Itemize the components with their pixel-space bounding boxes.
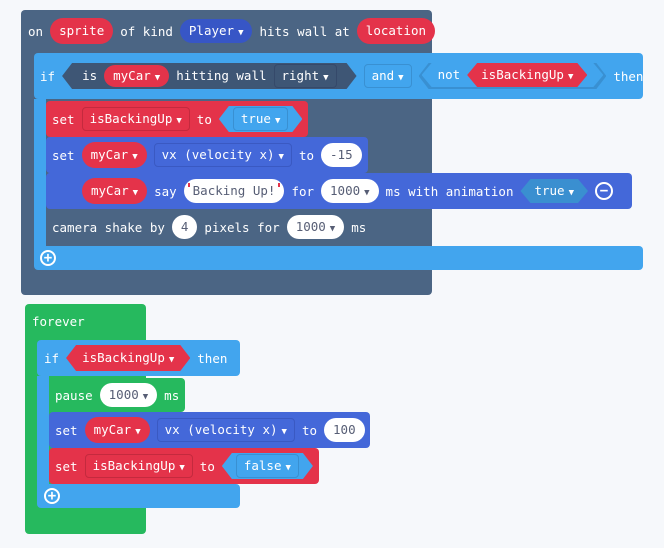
bool-var-value: isBackingUp [82,350,165,365]
on-label: on [28,23,44,39]
set-label: set [55,422,78,438]
kind-dropdown[interactable]: Player▼ [179,19,253,43]
sprite-var-value: myCar [93,422,132,437]
operator-dropdown[interactable]: and▼ [363,64,412,88]
caret-down-icon: ▼ [132,152,138,162]
caret-down-icon: ▼ [142,392,149,402]
boolean-value: true [240,111,271,126]
caret-down-icon: ▼ [364,188,370,198]
direction-value: right [281,68,320,83]
caret-down-icon: ▼ [274,116,281,126]
is-label: is [82,68,98,83]
sprite-var-value: myCar [90,147,129,162]
of-kind-label: of kind [120,23,173,39]
caret-down-icon: ▼ [285,463,291,473]
property-dropdown[interactable]: vx (velocity x)▼ [153,143,292,167]
caret-down-icon: ▼ [132,188,139,198]
pixels-for-label: pixels for [204,219,280,235]
not-condition[interactable]: not isBackingUp▼ [419,63,607,89]
pause-duration-dropdown[interactable]: 1000▼ [99,383,158,407]
to-label: to [298,147,315,163]
say-text-input[interactable]: Backing Up! [183,179,285,203]
boolean-value: false [243,458,282,473]
caret-down-icon: ▼ [135,427,141,437]
boolean-value-dropdown[interactable]: false▼ [222,453,313,479]
property-value: vx (velocity x) [161,147,275,162]
forever-label: forever [32,313,85,329]
ms-with-animation-label: ms with animation [385,183,514,199]
sprite-param[interactable]: sprite [50,18,114,44]
sprite-var-dropdown[interactable]: myCar▼ [81,142,147,168]
location-param[interactable]: location [356,18,436,44]
variable-dropdown[interactable]: isBackingUp▼ [81,107,190,131]
shake-duration-value: 1000 [295,219,326,234]
variable-dropdown[interactable]: isBackingUp▼ [84,454,193,478]
bool-var-dropdown[interactable]: isBackingUp▼ [467,63,587,87]
add-else-plus-icon[interactable]: + [40,250,56,266]
ms-label: ms [351,219,367,235]
bool-var-value: isBackingUp [481,67,564,82]
caret-down-icon: ▼ [398,73,404,83]
set-label: set [52,147,75,163]
bool-var-dropdown[interactable]: isBackingUp▼ [66,345,190,371]
ms-label: ms [164,387,180,403]
caret-down-icon: ▼ [176,116,182,126]
if-block-footer [34,246,643,270]
caret-down-icon: ▼ [567,72,574,82]
kind-value: Player [188,23,235,38]
variable-value: isBackingUp [92,458,176,473]
pause-duration-value: 1000 [108,387,139,402]
camera-shake-label: camera shake by [52,219,165,235]
if-label: if [40,68,56,84]
operator-value: and [371,68,395,83]
sprite-var-dropdown[interactable]: myCar▼ [82,178,148,204]
sprite-var-value: myCar [91,183,129,198]
shake-amount-input[interactable]: 4 [171,215,198,239]
direction-dropdown[interactable]: right▼ [274,64,337,88]
add-else-plus-icon[interactable]: + [44,488,60,504]
caret-down-icon: ▼ [323,73,329,83]
sprite-var-dropdown[interactable]: myCar▼ [84,417,150,443]
to-label: to [196,111,212,127]
velocity-input[interactable]: -15 [321,143,362,167]
hitting-wall-label: hitting wall [176,68,267,83]
say-label: say [154,183,177,199]
is-hitting-wall-condition[interactable]: is myCar▼ hitting wall right▼ [62,63,357,89]
boolean-value-dropdown[interactable]: true▼ [219,106,303,132]
caret-down-icon: ▼ [179,463,185,473]
then-label: then [613,68,644,84]
caret-down-icon: ▼ [568,188,575,198]
caret-down-icon: ▼ [278,152,284,162]
then-label: then [197,350,228,366]
to-label: to [301,422,318,438]
for-label: for [291,183,315,199]
caret-down-icon: ▼ [281,427,287,437]
sprite-var-dropdown[interactable]: myCar▼ [104,65,169,87]
not-label: not [437,67,461,82]
shake-duration-dropdown[interactable]: 1000▼ [286,215,345,239]
set-label: set [55,458,78,474]
hits-wall-at-label: hits wall at [259,23,350,39]
sprite-var-value: myCar [113,68,151,83]
caret-down-icon: ▼ [329,224,336,234]
animation-value: true [534,183,565,198]
duration-value: 1000 [330,183,361,198]
to-label: to [199,458,215,474]
duration-dropdown[interactable]: 1000▼ [321,179,379,203]
velocity-input[interactable]: 100 [324,418,365,442]
caret-down-icon: ▼ [168,355,175,365]
property-value: vx (velocity x) [164,422,278,437]
if-block-footer [37,484,240,508]
pause-label: pause [55,387,93,403]
if-label: if [44,350,60,366]
variable-value: isBackingUp [89,111,173,126]
set-label: set [52,111,75,127]
caret-down-icon: ▼ [154,73,161,83]
caret-down-icon: ▼ [238,28,244,38]
property-dropdown[interactable]: vx (velocity x)▼ [156,418,295,442]
collapse-minus-icon[interactable]: − [595,182,614,200]
animation-dropdown[interactable]: true▼ [520,179,588,203]
